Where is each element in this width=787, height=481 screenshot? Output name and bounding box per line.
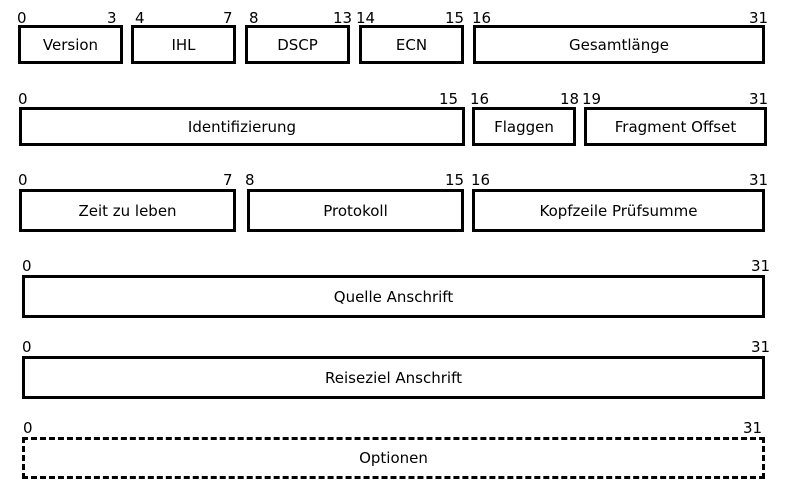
bit-start-dscp: 8 [249, 9, 259, 27]
bit-end-ihl: 7 [223, 9, 233, 27]
bit-end-fragment-offset: 31 [749, 90, 769, 108]
field-optionen: Optionen [22, 437, 765, 479]
bit-end-gesamtlaenge: 31 [749, 9, 769, 27]
field-version: Version [18, 25, 123, 64]
bit-start-protokoll: 8 [245, 171, 255, 189]
field-zeit-zu-leben: Zeit zu leben [19, 189, 236, 232]
field-quelle-anschrift: Quelle Anschrift [22, 275, 765, 318]
field-gesamtlaenge: Gesamtlänge [473, 25, 765, 64]
bit-end-optionen: 31 [743, 419, 763, 437]
bit-end-ecn: 15 [445, 9, 465, 27]
bit-end-dscp: 13 [333, 9, 353, 27]
bit-start-reiseziel-anschrift: 0 [22, 338, 32, 356]
field-protokoll: Protokoll [247, 189, 464, 232]
bit-start-identifizierung: 0 [18, 90, 28, 108]
field-dscp: DSCP [245, 25, 350, 64]
field-ihl: IHL [131, 25, 236, 64]
bit-start-fragment-offset: 19 [582, 90, 602, 108]
bit-end-kopfzeile-pruefsumme: 31 [749, 171, 769, 189]
bit-end-quelle-anschrift: 31 [751, 257, 771, 275]
field-flaggen: Flaggen [472, 107, 576, 146]
field-kopfzeile-pruefsumme: Kopfzeile Prüfsumme [472, 189, 765, 232]
bit-start-quelle-anschrift: 0 [22, 257, 32, 275]
bit-start-ecn: 14 [356, 9, 376, 27]
bit-end-identifizierung: 15 [439, 90, 459, 108]
bit-start-gesamtlaenge: 16 [472, 9, 492, 27]
bit-start-kopfzeile-pruefsumme: 16 [471, 171, 491, 189]
field-ecn: ECN [359, 25, 464, 64]
bit-end-protokoll: 15 [445, 171, 465, 189]
field-identifizierung: Identifizierung [19, 107, 465, 146]
field-fragment-offset: Fragment Offset [584, 107, 767, 146]
bit-start-flaggen: 16 [470, 90, 490, 108]
bit-end-version: 3 [107, 9, 117, 27]
bit-start-ihl: 4 [135, 9, 145, 27]
bit-end-zeit-zu-leben: 7 [223, 171, 233, 189]
bit-start-zeit-zu-leben: 0 [18, 171, 28, 189]
bit-start-version: 0 [17, 9, 27, 27]
bit-start-optionen: 0 [23, 419, 33, 437]
field-reiseziel-anschrift: Reiseziel Anschrift [22, 356, 765, 399]
bit-end-reiseziel-anschrift: 31 [751, 338, 771, 356]
bit-end-flaggen: 18 [560, 90, 580, 108]
